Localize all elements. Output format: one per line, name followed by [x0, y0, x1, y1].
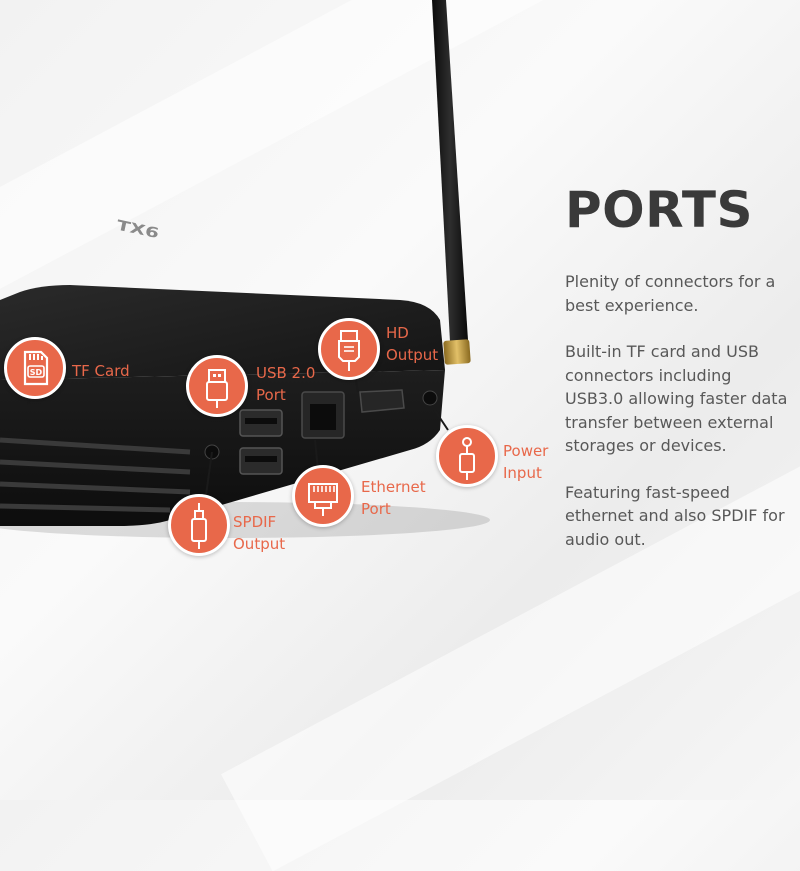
svg-text:SD: SD — [30, 368, 43, 377]
ports-description: PORTS Plenity of connectors for a best e… — [565, 180, 790, 574]
spdif-icon — [191, 503, 207, 549]
device-vents — [0, 437, 191, 513]
hdmi-port-shape — [359, 389, 405, 413]
hd-output-label: HD Output — [386, 324, 439, 364]
ethernet-icon — [308, 483, 338, 516]
spdif-leader-line — [205, 451, 213, 496]
tf-card-label: TF Card — [72, 362, 130, 380]
usb-label: USB 2.0 Port — [256, 364, 316, 404]
tv-box-illustration: TX6 — [0, 0, 490, 538]
power-input-label: Power Input — [503, 442, 549, 482]
usb-callout — [186, 355, 248, 417]
sd-card-icon: SD — [23, 350, 49, 386]
description-paragraph: Plenity of connectors for a best experie… — [565, 272, 776, 315]
hd-output-callout — [318, 318, 380, 380]
power-input-callout — [436, 425, 498, 487]
power-leader-line — [431, 405, 449, 431]
tf-card-callout: SD — [4, 337, 66, 399]
device-logo: TX6 — [115, 217, 160, 242]
ethernet-label: Ethernet Port — [361, 478, 426, 518]
ethernet-callout — [292, 465, 354, 527]
antenna — [432, 0, 468, 342]
hdmi-icon — [338, 330, 360, 371]
power-plug-icon — [459, 437, 475, 480]
description-paragraph: Built-in TF card and USB connectors incl… — [565, 342, 788, 455]
antenna-connector — [443, 339, 471, 365]
page-title: PORTS — [565, 181, 754, 239]
spdif-label: SPDIF Output — [233, 513, 286, 553]
usb-icon — [206, 369, 228, 408]
description-paragraph: Featuring fast-speed ethernet and also S… — [565, 482, 785, 549]
power-port-shape — [422, 390, 438, 406]
spdif-callout — [168, 494, 230, 556]
